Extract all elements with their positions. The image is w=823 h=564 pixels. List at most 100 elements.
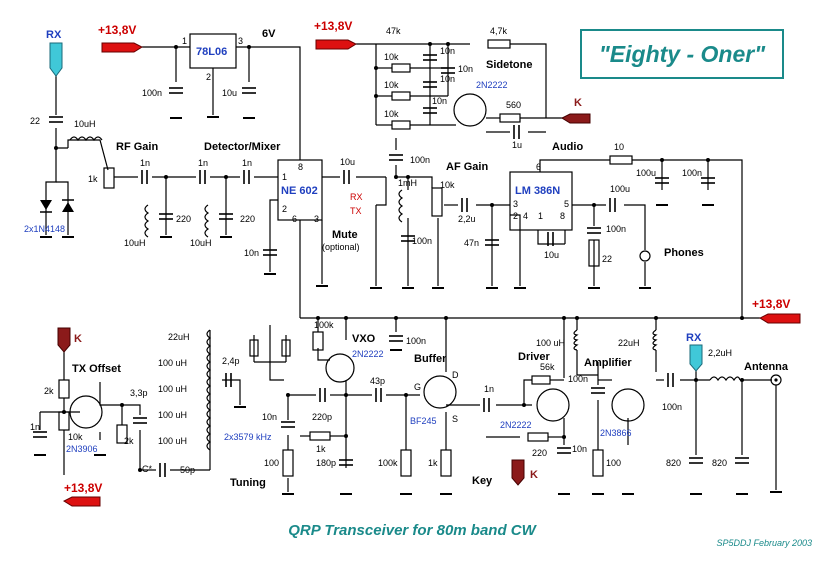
regulator-output-label: 6V — [262, 28, 276, 40]
audio-amp-pin: 5 — [564, 199, 569, 209]
part-value: 10n — [458, 64, 473, 74]
part-value: 180p — [316, 458, 336, 468]
part-value: 100n — [606, 224, 626, 234]
part-value: 100u — [636, 168, 656, 178]
part-number: 2N2222 — [500, 420, 532, 430]
part-value: 100 uH — [158, 384, 187, 394]
part-value: 560 — [506, 100, 521, 110]
part-value: 22uH — [618, 338, 640, 348]
component-symbols — [33, 33, 801, 507]
audio-amp-pin: 4 — [523, 211, 528, 221]
section-mute-optional: (optional) — [322, 242, 360, 252]
part-number: 2x3579 kHz — [224, 432, 272, 442]
part-value: 56k — [540, 362, 555, 372]
mixer-pin: 2 — [282, 204, 287, 214]
part-value: 10k — [384, 80, 399, 90]
part-value: 2k — [124, 436, 134, 446]
part-value: C* — [142, 464, 152, 474]
part-value: 220p — [312, 412, 332, 422]
part-value: 100 — [606, 458, 621, 468]
mixer-pin: 8 — [298, 162, 303, 172]
part-value: 1k — [316, 444, 326, 454]
part-value: 47n — [464, 238, 479, 248]
part-value: 100 uH — [536, 338, 565, 348]
supply-connector-icon — [315, 39, 358, 50]
part-value: 10n — [432, 96, 447, 106]
part-value: 100n — [662, 402, 682, 412]
part-value: 50p — [180, 465, 195, 475]
part-value: 220 — [240, 214, 255, 224]
part-value: 2,2u — [458, 214, 476, 224]
part-value: 100u — [610, 184, 630, 194]
part-value: 100k — [378, 458, 398, 468]
section-tuning: Tuning — [230, 477, 266, 489]
part-value: 10n — [572, 444, 587, 454]
part-value: 1n — [140, 158, 150, 168]
section-audio: Audio — [552, 141, 583, 153]
mute-tx-label: TX — [350, 206, 362, 216]
key-connector-icon — [511, 459, 525, 486]
regulator-pin: 2 — [206, 72, 211, 82]
part-value: 3,3p — [130, 388, 148, 398]
part-value: 10n — [440, 46, 455, 56]
k-label-txoffset: K — [74, 333, 82, 345]
circuit-caption: QRP Transceiver for 80m band CW — [288, 522, 536, 539]
part-number: 2N3866 — [600, 428, 632, 438]
part-value: 100n — [142, 88, 162, 98]
part-value: 10uH — [124, 238, 146, 248]
rx-label-right: RX — [686, 332, 702, 344]
section-rf-gain: RF Gain — [116, 141, 158, 153]
part-value: 4,7k — [490, 26, 508, 36]
part-value: 2,2uH — [708, 348, 732, 358]
part-number: 2x1N4148 — [24, 224, 65, 234]
part-value: 1n — [198, 158, 208, 168]
part-value: 100 uH — [158, 436, 187, 446]
supply-label-txoffset: +13,8V — [64, 481, 102, 495]
circuit-title: "Eighty - Oner" — [580, 29, 784, 79]
section-antenna: Antenna — [744, 361, 789, 373]
part-value: 100n — [410, 155, 430, 165]
part-value: 10u — [544, 250, 559, 260]
part-value: 10 — [614, 142, 624, 152]
section-key: Key — [472, 475, 493, 487]
part-value: 100n — [406, 336, 426, 346]
audio-amp-pin: 6 — [536, 162, 541, 172]
part-value: 10k — [384, 52, 399, 62]
audio-amp-pin: 8 — [560, 211, 565, 221]
author-credit: SP5DDJ February 2003 — [716, 538, 812, 548]
part-value: 22 — [602, 254, 612, 264]
part-value: 220 — [176, 214, 191, 224]
regulator-name: 78L06 — [196, 46, 227, 58]
part-value: 100k — [314, 320, 334, 330]
part-value: 43p — [370, 376, 385, 386]
k-label-driver: K — [530, 469, 538, 481]
regulator-pin: 1 — [182, 36, 187, 46]
phones-jack-icon — [639, 250, 651, 262]
k-label-sidetone: K — [574, 97, 582, 109]
part-value: 1k — [88, 174, 98, 184]
supply-connector-icon — [62, 496, 101, 507]
part-value: 10n — [244, 248, 259, 258]
part-value: 10uH — [190, 238, 212, 248]
part-value: 10n — [262, 412, 277, 422]
part-value: 100n — [568, 374, 588, 384]
mute-rx-label: RX — [350, 192, 363, 202]
part-number: 2N2222 — [352, 349, 384, 359]
part-value: 100n — [412, 236, 432, 246]
part-value: 820 — [712, 458, 727, 468]
mixer-pin: 1 — [282, 172, 287, 182]
section-mute: Mute — [332, 229, 358, 241]
mixer-pin: 3 — [314, 214, 319, 224]
part-value: 220 — [532, 448, 547, 458]
part-value: 1u — [512, 140, 522, 150]
part-value: 1k — [428, 458, 438, 468]
part-value: 47k — [386, 26, 401, 36]
labels: +13,8V +13,8V +13,8V +13,8V RX RX K K K … — [24, 19, 790, 495]
part-value: 1n — [484, 384, 494, 394]
audio-amp-pin: 3 — [513, 199, 518, 209]
mixer-name: NE 602 — [281, 185, 318, 197]
ground-icon — [34, 116, 782, 495]
section-detector: Detector/Mixer — [204, 141, 281, 153]
